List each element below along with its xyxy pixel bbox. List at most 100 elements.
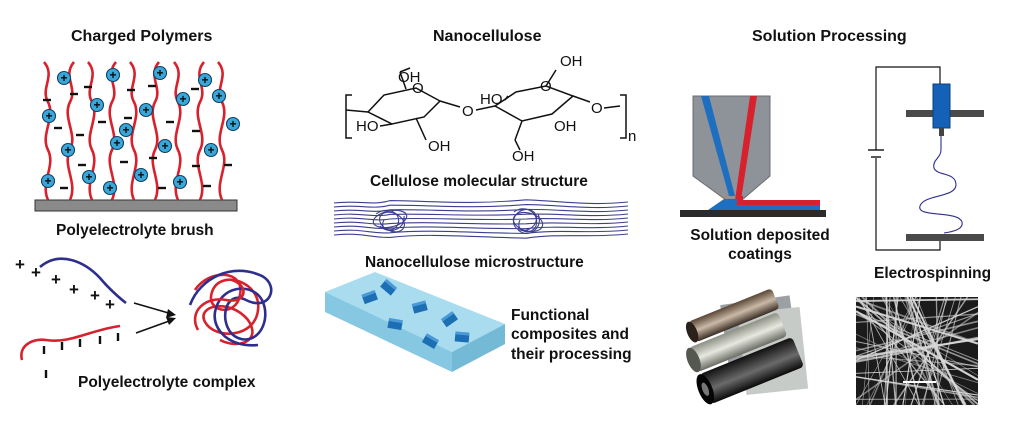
nanofiber-sem-image (855, 296, 979, 406)
brush-chain (216, 61, 226, 201)
polycation-charge: + (90, 286, 100, 305)
composite-particle (454, 331, 470, 343)
counterion: + (203, 142, 219, 158)
arrow-lower-head (166, 317, 176, 325)
counterion: + (41, 108, 57, 124)
polycation-charge: + (15, 255, 25, 274)
composite-slab-front (325, 292, 452, 372)
counterion: + (89, 97, 105, 113)
svg-text:+: + (44, 174, 51, 188)
sem-fiber (855, 320, 979, 352)
counterion: + (172, 174, 188, 190)
brush-chain (66, 61, 76, 201)
label-polyelectrolyte-brush: Polyelectrolyte brush (56, 222, 214, 239)
nozzle-red-channel (735, 96, 757, 200)
film-roll-silver (686, 313, 787, 373)
complex-charges: ++++++ (15, 255, 120, 378)
functional-composite-block (325, 272, 505, 372)
svg-text:+: + (142, 103, 149, 117)
deposited-blue-layer (708, 199, 820, 210)
counterion: + (105, 67, 121, 83)
slot-die-coating-illustration (680, 95, 826, 217)
nanocellulose-fibril (333, 204, 629, 209)
brush-substrate (34, 199, 238, 212)
sem-fiber (866, 296, 870, 406)
chem-n-subscript: n (628, 128, 636, 145)
chem-oh-bottom-right: OH (512, 148, 535, 165)
film-roll-black (696, 338, 803, 405)
chem-oh-top-left: OH (398, 69, 421, 86)
composite-particle (411, 300, 428, 314)
sem-fiber (855, 306, 979, 361)
counterion: + (109, 135, 125, 151)
nanocellulose-fibril (333, 199, 629, 205)
sem-fiber (855, 338, 979, 360)
arrow-upper-head (166, 309, 176, 318)
composite-particle (421, 333, 440, 349)
sem-fiber (899, 296, 964, 406)
label-solution-deposited-coatings: Solution deposited coatings (680, 226, 840, 265)
brush-chain (108, 61, 118, 201)
label-solution-deposited-line1: Solution deposited (690, 227, 830, 244)
polycation-charge: + (69, 280, 79, 299)
counterion: + (175, 91, 191, 107)
coating-substrate (680, 210, 826, 217)
chem-o-ring-left: O (412, 80, 424, 97)
bracket-right (620, 94, 627, 139)
chem-oh-bottom-left: OH (428, 138, 451, 155)
section-title-solution-processing: Solution Processing (752, 28, 907, 45)
svg-text:+: + (156, 66, 163, 80)
svg-text:+: + (60, 71, 67, 85)
counterion: + (138, 102, 154, 118)
counterion: + (157, 138, 173, 154)
polycation-charge: + (31, 263, 41, 282)
composite-particles (361, 278, 470, 349)
sem-fiber (893, 296, 969, 406)
composite-particle (440, 311, 459, 328)
chem-ho-right: HO (480, 91, 503, 108)
svg-text:+: + (106, 181, 113, 195)
nanocellulose-fibril (333, 229, 629, 234)
sem-fiber (911, 296, 966, 406)
nanocellulose-fibril (333, 221, 629, 225)
composite-particle (380, 278, 398, 296)
fibril-entanglement-right (512, 208, 544, 234)
svg-text:+: + (215, 89, 222, 103)
chem-o-bridge: O (462, 103, 474, 120)
counterion: + (102, 180, 118, 196)
composite-slab-side (452, 324, 505, 372)
counterion: + (118, 122, 134, 138)
counterion: + (56, 70, 72, 86)
arrow-lower (135, 319, 173, 334)
glucose-ring-left (366, 87, 442, 125)
label-nanocellulose-microstructure: Nanocellulose microstructure (365, 254, 584, 271)
nanocellulose-fibril (333, 225, 629, 230)
cellulose-atom-labels: OH O HO OH O HO O OH OH OH O n (356, 53, 636, 165)
fibril-entanglement-left (372, 209, 408, 233)
sem-fibers (855, 296, 979, 406)
sem-fiber (855, 296, 979, 406)
nanocellulose-microstructure (333, 199, 629, 239)
polycation-charge: + (51, 270, 61, 289)
counterion: + (211, 88, 227, 104)
electrospinning-setup (868, 66, 984, 251)
chem-oh-top-right: OH (560, 53, 583, 70)
polyelectrolyte-brush: ++++++++++++++++++++ (34, 61, 241, 212)
section-title-nanocellulose: Nanocellulose (433, 28, 542, 45)
nanocellulose-fibrils (333, 199, 629, 239)
svg-text:+: + (45, 109, 52, 123)
film-rolls-photo (685, 289, 809, 405)
svg-text:+: + (229, 117, 236, 131)
chem-o-terminal: O (591, 100, 603, 117)
svg-text:+: + (93, 98, 100, 112)
brush-chain (151, 61, 161, 201)
svg-text:+: + (201, 73, 208, 87)
nozzle-blue-channel (701, 96, 735, 196)
cellulose-molecular-structure (345, 67, 627, 151)
sem-fiber (855, 333, 979, 394)
bracket-left (345, 94, 352, 139)
svg-text:+: + (161, 139, 168, 153)
label-functional-composites-line2: composites and (511, 326, 629, 344)
polycation-chain (39, 257, 127, 305)
